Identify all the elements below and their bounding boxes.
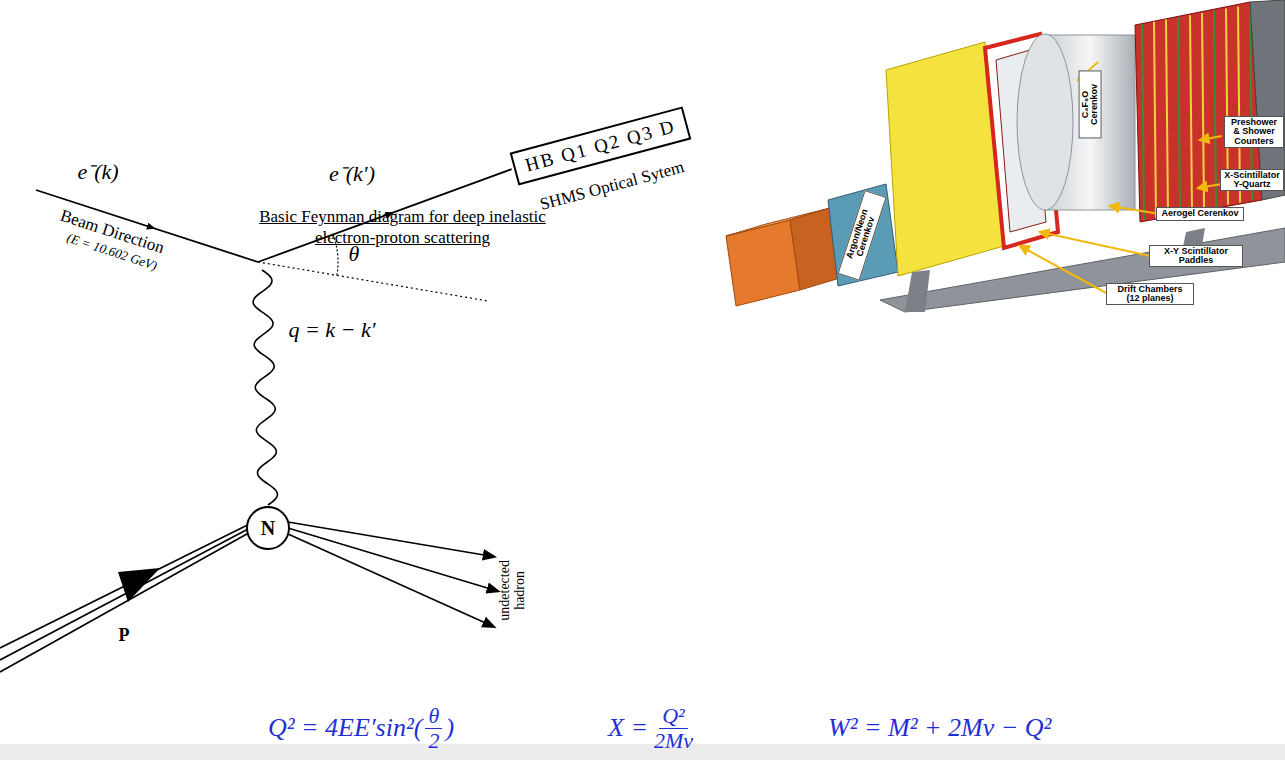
- formula-term: Q² = 4EE′sin²(: [268, 713, 422, 743]
- proton-quark-line: [0, 528, 250, 660]
- leader-line: [1110, 206, 1160, 214]
- detector-plane: [1166, 20, 1168, 216]
- leader-line: [1198, 184, 1222, 188]
- leader-line: [1200, 136, 1222, 140]
- angle-symbol: θ: [349, 242, 360, 266]
- bottom-band: [0, 744, 1285, 760]
- detector-callout: Argon/Neon Cerenkov: [838, 190, 887, 281]
- node-text: N: [261, 517, 275, 540]
- incoming-electron-arrow: [147, 226, 151, 227]
- detector-callout: X-Y Scintillator Paddles: [1149, 245, 1243, 268]
- vertex-circle: N: [246, 506, 290, 550]
- detector-callout: Preshower & Shower Counters: [1224, 116, 1284, 148]
- incoming-electron: [36, 190, 258, 262]
- detector-callout: C₄F₈O Cerenkov: [1079, 70, 1102, 138]
- proton-quark-line: [0, 532, 250, 672]
- formula-term: X =: [608, 713, 648, 743]
- proton-arrow: [118, 568, 160, 602]
- formula-term: ): [445, 713, 454, 743]
- formula-term: 2Mν: [651, 729, 696, 752]
- formula: W² = M² + 2Mν − Q²: [828, 700, 1051, 756]
- argon-neon-cerenkov-box: [828, 184, 898, 286]
- hadron-line: [288, 534, 490, 625]
- beam-axis: [258, 262, 488, 301]
- formula-term: Q²: [659, 704, 687, 728]
- detector-plane: [1214, 11, 1216, 207]
- detector-callout: Drift Chambers (12 planes): [1106, 283, 1194, 306]
- formula-term: θ: [425, 704, 442, 728]
- detector-plane: [1142, 24, 1144, 220]
- fraction: Q²2Mν: [651, 704, 696, 751]
- fraction: θ2: [425, 704, 442, 751]
- photon-line: [253, 270, 277, 505]
- detector-callout: X-Scintillator Y-Quartz: [1220, 169, 1284, 192]
- detector-callout: Aerogel Cerenkov: [1156, 207, 1244, 220]
- leader-line: [1020, 246, 1108, 294]
- diagram-title: Basic Feynman diagram for deep inelastic…: [250, 206, 555, 249]
- formula-term: 2: [425, 729, 442, 752]
- formula: X =Q²2Mν: [608, 700, 699, 756]
- detector-plane: [1154, 22, 1156, 218]
- formula-term: W² = M² + 2Mν − Q²: [828, 713, 1051, 743]
- hadron-label: undetected hadron: [497, 552, 528, 628]
- detector-illustration: [726, 0, 1285, 312]
- detector-plane: [1202, 13, 1204, 209]
- particle-label: e⁻(k′): [329, 162, 375, 186]
- support-leg: [905, 270, 930, 312]
- leader-line: [1040, 232, 1150, 256]
- formula: Q² = 4EE′sin²(θ2): [268, 700, 454, 756]
- particle-label: e⁻(k): [77, 160, 118, 184]
- heavy-gas-cerenkov-end: [1017, 34, 1073, 210]
- detector-plane: [1178, 17, 1180, 213]
- detector-plane: [1190, 15, 1192, 211]
- momentum-transfer: q = k − k′: [288, 318, 375, 342]
- proton-quark-line: [0, 524, 250, 648]
- hadron-line: [288, 522, 490, 556]
- proton-label: P: [119, 626, 130, 646]
